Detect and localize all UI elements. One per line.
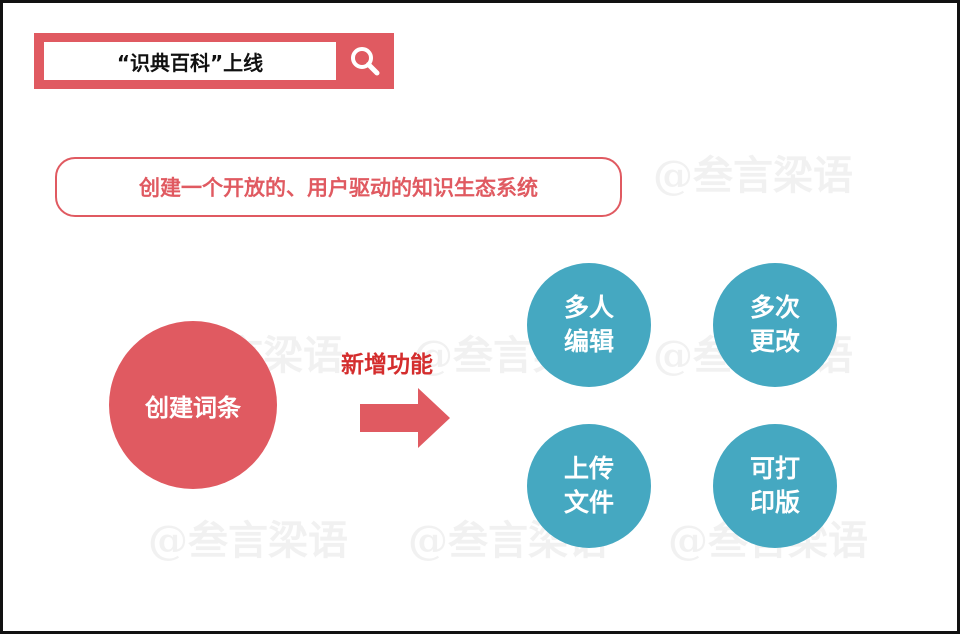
feature-label-line1: 可打 <box>749 454 800 483</box>
watermark: @叁言梁语 <box>148 517 348 564</box>
feature-label-line2: 更改 <box>749 327 800 356</box>
feature-upload-file: 上传 文件 <box>527 424 651 548</box>
search-title: “识典百科”上线 <box>44 42 336 80</box>
feature-printable: 可打 印版 <box>713 424 837 548</box>
feature-multi-edit: 多人 编辑 <box>527 263 651 387</box>
tagline-box: 创建一个开放的、用户驱动的知识生态系统 <box>55 157 622 217</box>
arrow-label: 新增功能 <box>341 352 433 378</box>
feature-label-line1: 多次 <box>749 293 800 322</box>
feature-label-line1: 多人 <box>563 293 614 322</box>
watermark: @叁言梁语 <box>653 152 853 199</box>
feature-label-line2: 编辑 <box>563 327 614 356</box>
right-arrow-icon <box>360 388 450 448</box>
feature-multi-change: 多次 更改 <box>713 263 837 387</box>
search-bar: “识典百科”上线 <box>34 33 394 89</box>
feature-label-line1: 上传 <box>563 454 614 483</box>
feature-label-line2: 文件 <box>563 488 614 517</box>
main-node-create-entry: 创建词条 <box>109 321 277 489</box>
main-node-label: 创建词条 <box>145 393 241 422</box>
feature-label-line2: 印版 <box>749 488 800 517</box>
search-icon <box>351 47 380 76</box>
